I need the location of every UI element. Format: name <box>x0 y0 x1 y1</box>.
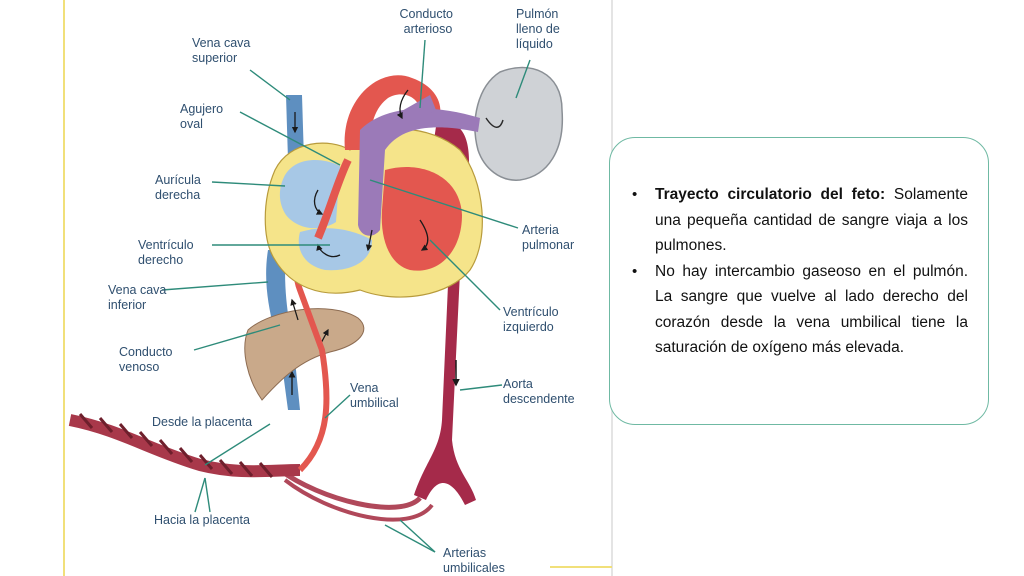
leader-lines <box>161 39 531 553</box>
bullet-list: Trayecto circulatorio del feto: Solament… <box>628 182 968 361</box>
label-auricula-derecha: Aurícula derecha <box>155 173 204 202</box>
lung-shape <box>474 66 564 181</box>
label-arteria-pulmonar: Arteria pulmonar <box>522 223 574 252</box>
info-callout-box: Trayecto circulatorio del feto: Solament… <box>609 137 989 425</box>
heart-arrow-4 <box>365 229 373 252</box>
label-vena-umbilical: Vena umbilical <box>350 381 399 410</box>
liver-shape <box>244 308 365 401</box>
label-vena-cava-inferior: Vena cava inferior <box>108 283 170 312</box>
label-ventriculo-izquierdo: Ventrículo izquierdo <box>503 305 562 334</box>
umbilical-artery-2 <box>283 478 434 522</box>
umbilical-cord-twist <box>78 413 274 478</box>
label-conducto-arterioso: Conducto arterioso <box>400 7 457 36</box>
label-conducto-venoso: Conducto venoso <box>119 345 176 374</box>
lung-arrow <box>485 117 504 128</box>
heart-arrow-1 <box>313 189 324 215</box>
umbilical-vein-arrow <box>290 298 299 321</box>
label-vena-cava-superior: Vena cava superior <box>192 36 254 65</box>
bullet-title: Trayecto circulatorio del feto: <box>655 186 886 203</box>
right-ventricle <box>298 228 372 271</box>
bullet-text-2: No hay intercambio gaseoso en el pulmón.… <box>655 262 968 357</box>
pulmonary-artery <box>358 108 480 236</box>
label-agujero-oval: Agujero oval <box>180 102 227 131</box>
foramen-ovale-flow <box>314 158 352 240</box>
left-ventricle <box>381 167 462 271</box>
bullet-text-1: Solamente una pequeña cantidad de sangre… <box>655 186 968 254</box>
bullet-item-intercambio: No hay intercambio gaseoso en el pulmón.… <box>628 259 968 361</box>
umbilical-artery-1 <box>278 467 422 510</box>
label-arterias-umbilicales: Arterias umbilicales <box>443 546 505 575</box>
fetal-circulation-diagram: Conducto arterioso Pulmón lleno de líqui… <box>63 0 613 576</box>
ductus-arteriosus <box>400 95 436 125</box>
label-pulmon: Pulmón lleno de líquido <box>516 7 563 51</box>
label-aorta-descendente: Aorta descendente <box>503 377 575 406</box>
label-desde-placenta: Desde la placenta <box>152 415 252 429</box>
heart-arrow-5 <box>396 89 409 120</box>
label-hacia-placenta: Hacia la placenta <box>154 513 250 527</box>
heart-arrow-3 <box>419 219 429 251</box>
label-ventriculo-derecho: Ventrículo derecho <box>138 238 197 267</box>
bullet-item-trayecto: Trayecto circulatorio del feto: Solament… <box>628 182 968 259</box>
heart-arrow-2 <box>316 243 341 258</box>
